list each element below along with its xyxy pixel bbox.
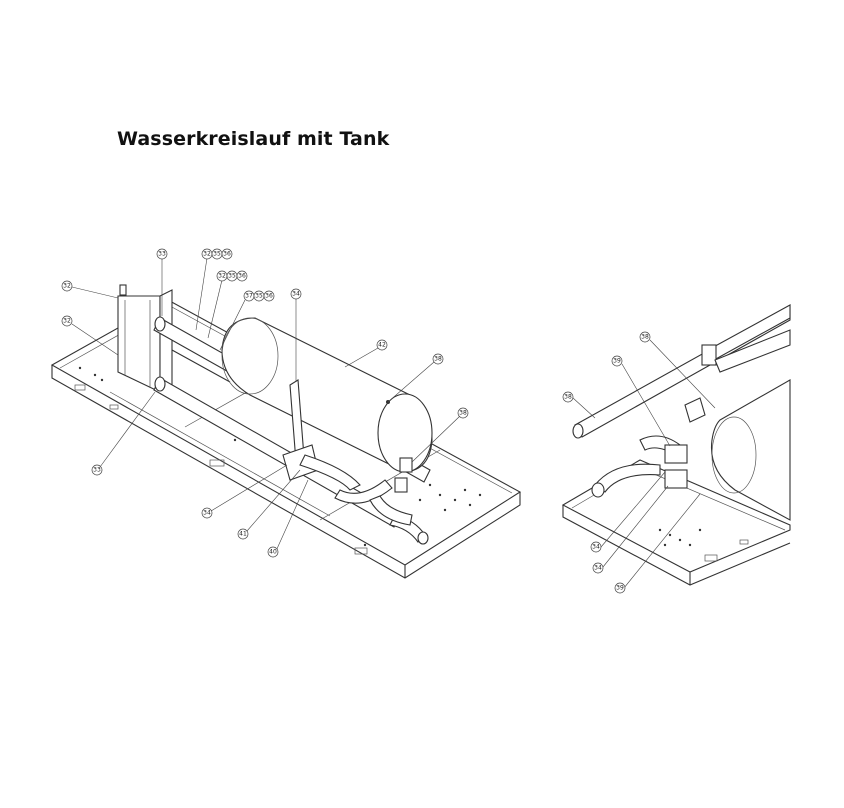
svg-text:35: 35 (228, 273, 236, 280)
svg-text:39: 39 (613, 358, 621, 365)
callouts-right: 38 39 38 34 34 39 (562, 331, 651, 594)
svg-text:42: 42 (378, 342, 386, 349)
svg-text:32: 32 (63, 318, 71, 325)
svg-text:32: 32 (63, 283, 71, 290)
svg-text:33: 33 (158, 251, 166, 258)
callout-32: 32 (201, 248, 213, 260)
leader-lines-right (572, 339, 716, 589)
left-assembly (50, 257, 522, 579)
callout-35: 35 (253, 290, 265, 302)
svg-text:37: 37 (245, 293, 253, 300)
return-pipe-left (334, 479, 413, 526)
svg-text:36: 36 (238, 273, 246, 280)
callout-38: 38 (432, 353, 444, 365)
leader-lines-left (71, 257, 461, 552)
right-assembly (561, 304, 791, 589)
svg-text:41: 41 (239, 531, 247, 538)
svg-text:38: 38 (641, 334, 649, 341)
svg-text:35: 35 (213, 251, 221, 258)
svg-text:36: 36 (223, 251, 231, 258)
callout-39: 39 (614, 582, 626, 594)
callout-35: 35 (226, 270, 238, 282)
callout-39: 39 (611, 355, 623, 367)
valves-right (591, 397, 706, 498)
svg-text:34: 34 (203, 510, 211, 517)
svg-text:35: 35 (255, 293, 263, 300)
callout-37: 37 (243, 290, 255, 302)
svg-text:36: 36 (265, 293, 273, 300)
svg-text:34: 34 (592, 544, 600, 551)
callout-38: 38 (562, 391, 574, 403)
callout-32: 32 (61, 315, 73, 327)
svg-text:39: 39 (616, 585, 624, 592)
callout-34: 34 (290, 288, 302, 300)
svg-text:32: 32 (203, 251, 211, 258)
svg-text:38: 38 (564, 394, 572, 401)
stand-left (282, 379, 413, 493)
callout-33: 33 (156, 248, 168, 260)
callouts-left: 33 32 35 36 32 35 36 37 35 36 34 32 32 4… (61, 248, 469, 558)
tank-left (221, 317, 433, 473)
callout-38: 38 (457, 407, 469, 419)
svg-text:38: 38 (459, 410, 467, 417)
tank-right (710, 379, 791, 521)
callout-42: 42 (376, 339, 388, 351)
pipes-right (572, 304, 791, 439)
callout-38: 38 (639, 331, 651, 343)
callout-32: 32 (216, 270, 228, 282)
callout-41: 41 (237, 528, 249, 540)
callout-40: 40 (267, 546, 279, 558)
callout-33: 33 (91, 464, 103, 476)
callout-34: 34 (201, 507, 213, 519)
svg-text:38: 38 (434, 356, 442, 363)
svg-text:32: 32 (218, 273, 226, 280)
svg-text:34: 34 (292, 291, 300, 298)
callout-34: 34 (592, 562, 604, 574)
diagram-title: Wasserkreislauf mit Tank (117, 128, 390, 150)
callout-36: 36 (236, 270, 248, 282)
svg-text:40: 40 (269, 549, 277, 556)
callout-36: 36 (263, 290, 275, 302)
svg-text:33: 33 (93, 467, 101, 474)
callout-35: 35 (211, 248, 223, 260)
svg-text:34: 34 (594, 565, 602, 572)
callout-36: 36 (221, 248, 233, 260)
callout-34: 34 (590, 541, 602, 553)
callout-32: 32 (61, 280, 73, 292)
